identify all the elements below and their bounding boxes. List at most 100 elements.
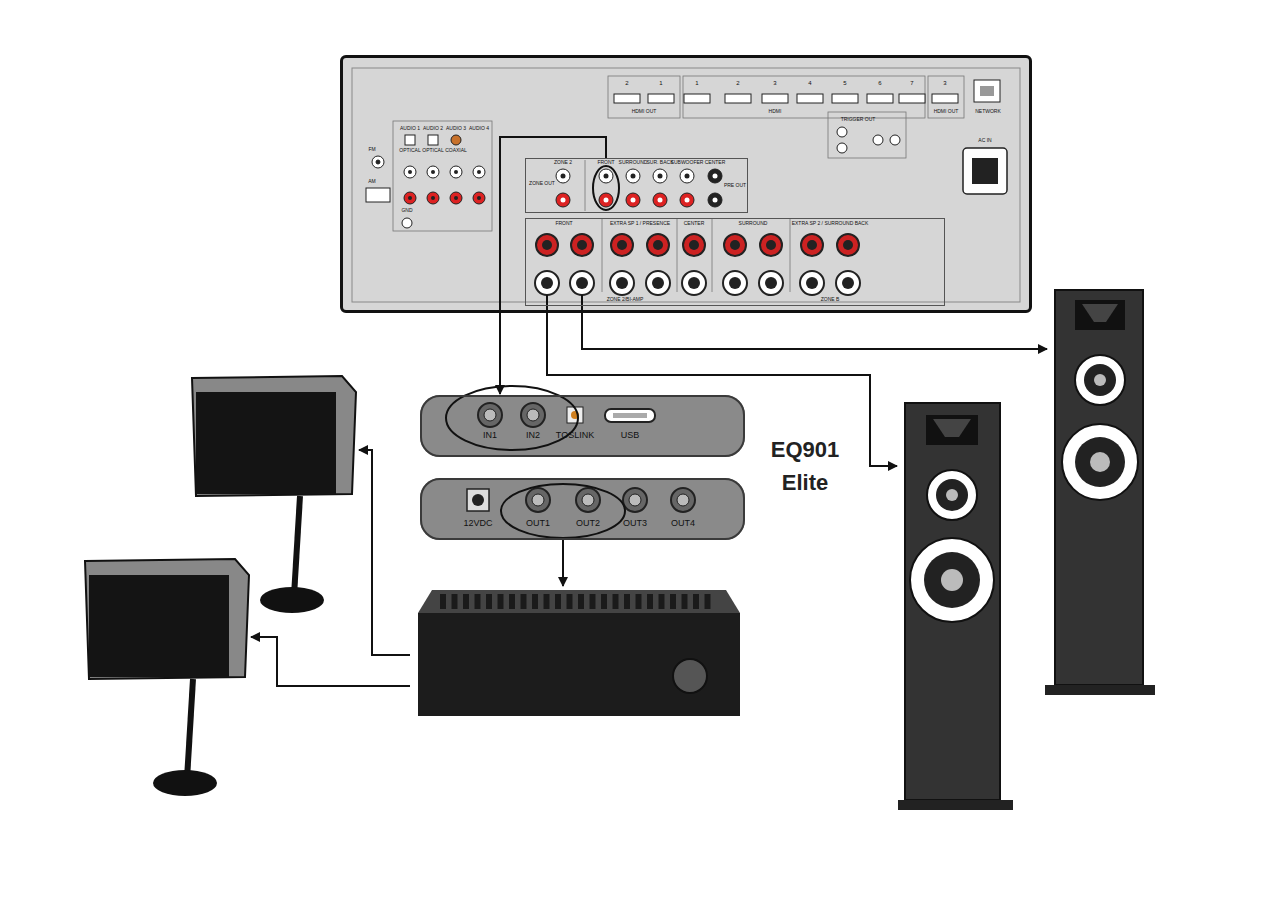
bookshelf-speaker (196, 392, 336, 494)
ac-inlet (963, 148, 1007, 194)
speaker-terminal (843, 240, 853, 250)
rca-jack (408, 196, 412, 200)
tower-speaker (924, 552, 980, 608)
rca-jack (431, 196, 435, 200)
signal-connector (500, 137, 606, 394)
bookshelf-speaker (153, 770, 217, 796)
rca-jack (599, 193, 613, 207)
pre-out-section: ZONE 2ZONE OUTFRONTSURROUNDSUR. BACKSUBW… (525, 158, 748, 213)
audio-inputs (428, 135, 438, 145)
audio-inputs (451, 135, 461, 145)
panel-label: AUDIO 3 (446, 126, 466, 131)
rca-jack (556, 169, 722, 207)
amplifier (418, 613, 740, 716)
hdmi-port (614, 94, 958, 103)
port-label: OUT4 (671, 519, 695, 528)
speaker-terminal (801, 234, 823, 256)
eq-jack (521, 403, 545, 427)
speaker-terminal (842, 277, 854, 289)
tower-speaker (898, 800, 1013, 810)
receiver-body (828, 112, 906, 158)
tower-speaker (1055, 290, 1143, 685)
panel-label: HDMI (769, 109, 782, 114)
eq-panel-body (420, 478, 745, 540)
rca-jack (685, 174, 690, 179)
rca-jack (604, 174, 609, 179)
tower-speaker (905, 403, 1000, 800)
audio-inputs (402, 218, 412, 228)
rca-jack (454, 170, 458, 174)
rca-jack (427, 166, 439, 178)
rca-jack (653, 193, 667, 207)
hdmi-port (762, 94, 788, 103)
panel-label: 2 (736, 80, 739, 86)
signal-wire (251, 295, 1047, 686)
eq-jack (532, 494, 544, 506)
amplifier (647, 594, 653, 609)
network-port (974, 80, 1000, 102)
amplifier (670, 594, 676, 609)
port-label: SUBWOOFER (671, 160, 704, 165)
speaker-terminal (616, 277, 628, 289)
receiver-body (602, 219, 603, 292)
rca-jack (408, 170, 412, 174)
panel-label: AM (368, 179, 376, 184)
hdmi-port (867, 94, 893, 103)
panel-label: AUDIO 2 (423, 126, 443, 131)
port-label: ZONE OUT (529, 181, 555, 186)
panel-label: COAXIAL (445, 148, 467, 153)
panel-label: 3 (943, 80, 946, 86)
signal-wire (359, 450, 410, 655)
port-label: USB (621, 431, 640, 440)
receiver-body (340, 55, 1032, 313)
tower-speaker (927, 470, 977, 520)
panel-label: 1 (659, 80, 662, 86)
receiver-body (352, 68, 1020, 302)
receiver-body (340, 55, 1032, 313)
speaker-terminal (647, 234, 669, 256)
tower-speaker (1090, 452, 1110, 472)
tower-speaker (1075, 355, 1125, 405)
eq-jack (677, 494, 689, 506)
highlight-oval (501, 484, 625, 538)
signal-wire (582, 295, 1047, 349)
speaker-terminal (836, 271, 860, 295)
speaker-terminal (535, 234, 860, 295)
speaker-terminal (729, 277, 741, 289)
rca-jack (708, 193, 722, 207)
port-label: EXTRA SP 2 / SURROUND BACK (792, 221, 869, 226)
rca-jack (680, 169, 694, 183)
receiver-body (608, 76, 680, 118)
amplifier (509, 594, 515, 609)
bookshelf-speaker (85, 376, 356, 796)
rca-jack (473, 166, 485, 178)
hdmi-port (684, 94, 710, 103)
signal-wire (562, 538, 564, 586)
network-port (974, 80, 1000, 102)
amplifier (475, 594, 481, 609)
bookshelf-speaker (85, 559, 249, 679)
trigger-port (837, 127, 847, 137)
trigger-port (837, 127, 900, 153)
rca-jack (450, 192, 462, 204)
rca-jack (653, 169, 667, 183)
port-label: OUT1 (526, 519, 550, 528)
port-label: EXTRA SP 1 / PRESENCE (610, 221, 670, 226)
rca-jack (431, 170, 435, 174)
rca-jack (599, 169, 613, 183)
eq-input-panel: IN1IN2TOSLINKUSB (420, 395, 745, 457)
device-name: EQ901 Elite (759, 433, 851, 499)
port-label: PRE OUT (724, 183, 746, 188)
hdmi-port (648, 94, 674, 103)
amplifier (636, 594, 642, 609)
rca-jack (427, 192, 439, 204)
amplifier (601, 594, 607, 609)
eq-jack (613, 413, 647, 418)
amplifier (532, 594, 538, 609)
amplifier (613, 594, 619, 609)
receiver-panel: AC INZONE 2ZONE OUTFRONTSURROUNDSUR. BAC… (340, 55, 1032, 313)
panel-label: HDMI OUT (632, 109, 657, 114)
